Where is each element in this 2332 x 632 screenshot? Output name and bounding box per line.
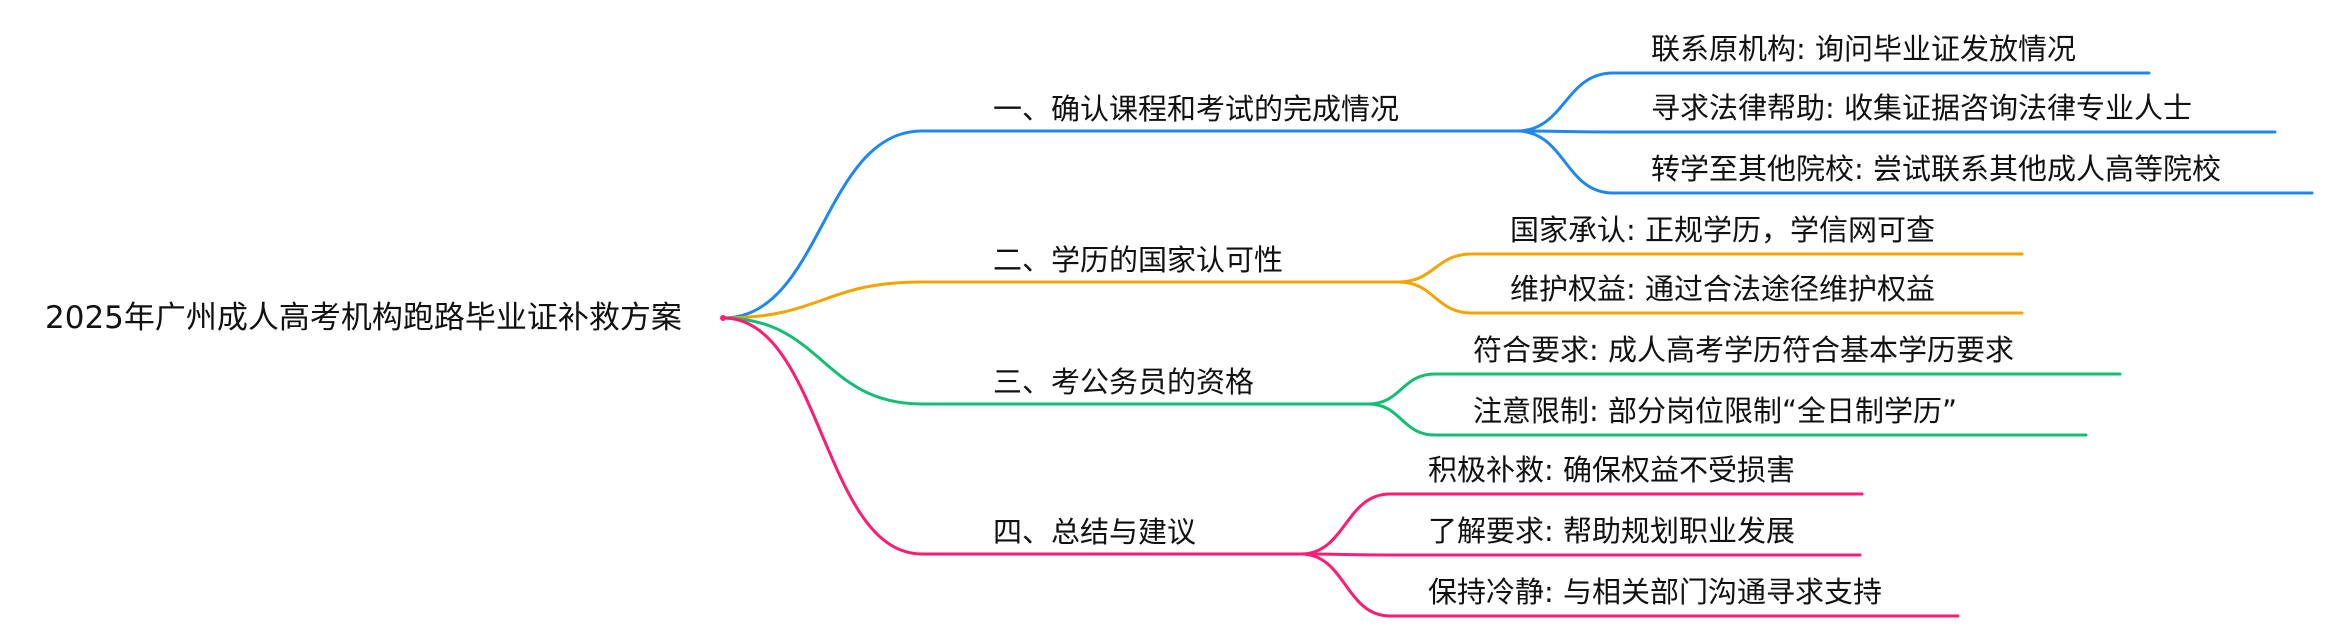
leaf-node[interactable]: 积极补救: 确保权益不受损害 [1428,453,1795,487]
leaf-connector [1515,71,2151,133]
leaf-connector [1396,280,2024,315]
leaf-connector [1366,402,2088,437]
leaf-node[interactable]: 转学至其他院校: 尝试联系其他成人高等院校 [1651,152,2221,186]
leaf-node[interactable]: 保持冷静: 与相关部门沟通寻求支持 [1428,575,1882,609]
leaf-connector [1299,492,1864,556]
branch-node[interactable]: 一、确认课程和考试的完成情况 [993,92,1400,126]
leaf-connector [1515,129,2277,134]
branch-connector [721,316,1370,406]
leaf-node[interactable]: 注意限制: 部分岗位限制“全日制学历” [1473,394,1958,428]
leaf-node[interactable]: 了解要求: 帮助规划职业发展 [1428,514,1795,548]
branch-node[interactable]: 四、总结与建议 [993,515,1197,549]
branch-connector [721,280,1400,320]
leaf-node[interactable]: 维护权益: 通过合法途径维护权益 [1510,272,1935,306]
leaf-connector [1396,252,2024,284]
root-anchor [720,315,726,321]
branch-node[interactable]: 二、学历的国家认可性 [993,243,1284,277]
branch-connector [721,129,1519,320]
branch-node[interactable]: 三、考公务员的资格 [993,365,1255,399]
leaf-connector [1366,372,2122,406]
leaf-node[interactable]: 寻求法律帮助: 收集证据咨询法律专业人士 [1651,91,2192,125]
leaf-connector [1299,552,1862,557]
leaf-connector [1515,129,2314,195]
root-node[interactable]: 2025年广州成人高考机构跑路毕业证补救方案 [45,300,682,336]
leaf-node[interactable]: 联系原机构: 询问毕业证发放情况 [1651,32,2076,66]
leaf-connector [1299,552,1960,618]
leaf-node[interactable]: 国家承认: 正规学历，学信网可查 [1510,213,1935,247]
branch-connector [721,316,1303,556]
leaf-node[interactable]: 符合要求: 成人高考学历符合基本学历要求 [1473,333,2014,367]
